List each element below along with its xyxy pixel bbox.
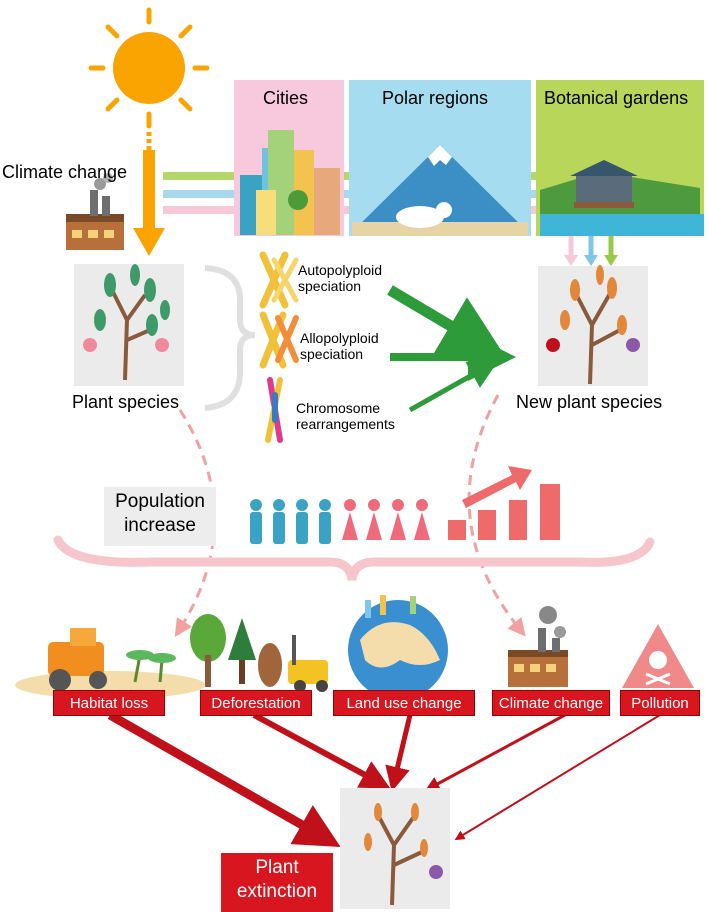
- hazard-icon: [622, 624, 694, 688]
- population-people-icon: [250, 499, 430, 544]
- threat-land-use-change: Land use change: [333, 690, 475, 716]
- climate-change-label: Climate change: [2, 162, 128, 182]
- chromosome-icons: [259, 251, 299, 443]
- threat-deforestation: Deforestation: [200, 690, 312, 716]
- threat-habitat-loss: Habitat loss: [53, 690, 165, 716]
- garden-arrows: [564, 236, 618, 266]
- climate-arrow: [133, 132, 165, 256]
- plant-species-illustration: [74, 264, 184, 386]
- dashed-pink-arrows: [174, 394, 526, 638]
- gardens-panel: [536, 80, 704, 236]
- polar-title: Polar regions: [382, 88, 489, 108]
- sun-icon: [88, 7, 210, 129]
- habitat-loss-illustration: [15, 628, 205, 699]
- plant-species-label: Plant species: [72, 392, 180, 412]
- factory-icon-2: [508, 606, 568, 687]
- gardens-title: Botanical gardens: [544, 88, 689, 108]
- population-brace: [53, 535, 655, 581]
- dying-plant-illustration: [340, 788, 450, 909]
- threat-pollution: Pollution: [620, 690, 700, 716]
- threat-climate-change: Climate change: [492, 690, 610, 716]
- cities-title: Cities: [263, 88, 309, 108]
- brace-gray: [204, 265, 256, 411]
- factory-icon: [66, 173, 124, 250]
- deforestation-illustration: [190, 614, 328, 692]
- cities-panel: [234, 80, 344, 236]
- earth-icon: [348, 595, 448, 700]
- new-plant-illustration: [538, 265, 648, 386]
- extinction-arrows: [107, 711, 661, 847]
- new-plant-species-label: New plant species: [516, 392, 663, 412]
- speciation-arrows: [387, 285, 516, 413]
- polar-panel: [349, 80, 531, 236]
- growth-chart-icon: [448, 466, 560, 540]
